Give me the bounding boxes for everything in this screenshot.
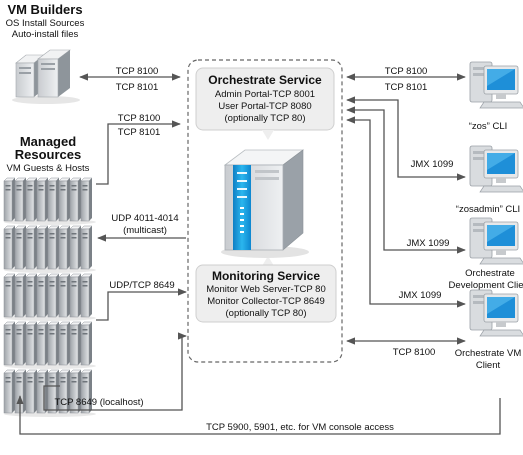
- rack-server-unit: [69, 177, 82, 222]
- label-mr-tcp8101: TCP 8101: [118, 127, 161, 138]
- rack-server-unit: [14, 225, 27, 270]
- monitoring-web-server: Monitor Web Server-TCP 80: [206, 284, 326, 295]
- rack-server-unit: [3, 177, 16, 222]
- managed-resources-title-1: Managed: [20, 134, 76, 149]
- label-udp-multicast-2: (multicast): [123, 225, 167, 236]
- rack-server-unit: [58, 273, 71, 318]
- rack-server-unit: [58, 321, 71, 366]
- zosadmin-cli-computer-icon: [469, 145, 523, 193]
- orchestrate-server-icon: [221, 149, 309, 258]
- label-devclient-jmx: JMX 1099: [407, 238, 450, 249]
- label-vmclient-jmx: JMX 1099: [399, 290, 442, 301]
- rack-server-unit: [3, 369, 16, 414]
- zosadmin-cli-label: “zosadmin” CLI: [456, 204, 520, 215]
- zos-cli-label: “zos” CLI: [469, 121, 508, 132]
- label-vmb-tcp8100: TCP 8100: [116, 66, 159, 77]
- rack-server-unit: [25, 321, 38, 366]
- monitoring-collector: Monitor Collector-TCP 8649: [207, 296, 325, 307]
- vm-builders-line2: Auto-install files: [12, 29, 79, 40]
- rack-server-unit: [25, 177, 38, 222]
- link-orchestrate-devclient: [346, 106, 466, 254]
- rack-server-unit: [36, 225, 49, 270]
- zos-cli-computer-icon: [469, 61, 523, 109]
- rack-server-unit: [36, 177, 49, 222]
- label-zos-tcp8101: TCP 8101: [385, 82, 428, 93]
- rack-server-unit: [25, 369, 38, 414]
- rack-server-unit: [25, 225, 38, 270]
- rack-server-unit: [14, 177, 27, 222]
- rack-server-unit: [69, 321, 82, 366]
- rack-server-unit: [47, 321, 60, 366]
- rack-server-unit: [3, 321, 16, 366]
- label-vmclient-tcp8100: TCP 8100: [393, 347, 436, 358]
- rack-server-unit: [14, 273, 27, 318]
- rack-server-unit: [80, 225, 93, 270]
- dev-client-computer-icon: [469, 217, 523, 265]
- vm-builders-line1: OS Install Sources: [6, 18, 85, 29]
- orchestrate-user-portal: User Portal-TCP 8080: [218, 101, 311, 112]
- link-orchestrate-vmclient-jmx: [346, 116, 466, 308]
- rack-server-unit: [47, 273, 60, 318]
- label-udp-multicast-1: UDP 4011-4014: [111, 213, 178, 224]
- vm-client-computer-icon: [469, 289, 523, 337]
- rack-server-unit: [36, 273, 49, 318]
- label-vm-console: TCP 5900, 5901, etc. for VM console acce…: [206, 422, 394, 433]
- rack-server-unit: [36, 369, 49, 414]
- rack-server-unit: [80, 321, 93, 366]
- link-localhost: [43, 332, 187, 411]
- service-container: [187, 59, 343, 363]
- orchestrate-admin-portal: Admin Portal-TCP 8001: [215, 89, 315, 100]
- rack-server-unit: [36, 321, 49, 366]
- orchestrate-optional: (optionally TCP 80): [225, 113, 306, 124]
- managed-resources-subtitle: VM Guests & Hosts: [7, 163, 90, 174]
- rack-server-unit: [58, 225, 71, 270]
- monitoring-panel: [195, 264, 337, 323]
- rack-server-unit: [58, 177, 71, 222]
- managed-resources-racks-icon: [3, 177, 96, 417]
- rack-server-unit: [80, 273, 93, 318]
- link-vm-console: [16, 395, 501, 435]
- managed-resources-title-2: Resources: [15, 147, 81, 162]
- rack-server-unit: [69, 225, 82, 270]
- vm-client-label-2: Client: [476, 360, 501, 371]
- label-zosadmin-jmx: JMX 1099: [411, 159, 454, 170]
- link-managed-monitoring: [96, 288, 187, 321]
- dev-client-label-2: Development Client: [449, 280, 523, 291]
- label-udp-tcp-8649: UDP/TCP 8649: [109, 280, 174, 291]
- label-zos-tcp8100: TCP 8100: [385, 66, 428, 77]
- label-mr-tcp8100: TCP 8100: [118, 113, 161, 124]
- rack-server-unit: [69, 273, 82, 318]
- rack-server-unit: [25, 273, 38, 318]
- vm-builders-servers-icon: [12, 49, 80, 104]
- rack-server-unit: [14, 321, 27, 366]
- vm-builders-title: VM Builders: [7, 2, 82, 17]
- link-managed-orchestrate: [96, 120, 181, 185]
- rack-server-unit: [80, 177, 93, 222]
- label-tcp-8649-localhost: TCP 8649 (localhost): [54, 397, 143, 408]
- rack-server-unit: [47, 177, 60, 222]
- rack-server-unit: [3, 273, 16, 318]
- dev-client-label-1: Orchestrate: [465, 268, 515, 279]
- rack-server-unit: [47, 225, 60, 270]
- vm-client-label-1: Orchestrate VM: [455, 348, 522, 359]
- orchestrate-title: Orchestrate Service: [208, 73, 322, 87]
- monitoring-title: Monitoring Service: [212, 269, 320, 283]
- monitoring-optional: (optionally TCP 80): [226, 308, 307, 319]
- rack-server-unit: [3, 225, 16, 270]
- label-vmb-tcp8101: TCP 8101: [116, 82, 159, 93]
